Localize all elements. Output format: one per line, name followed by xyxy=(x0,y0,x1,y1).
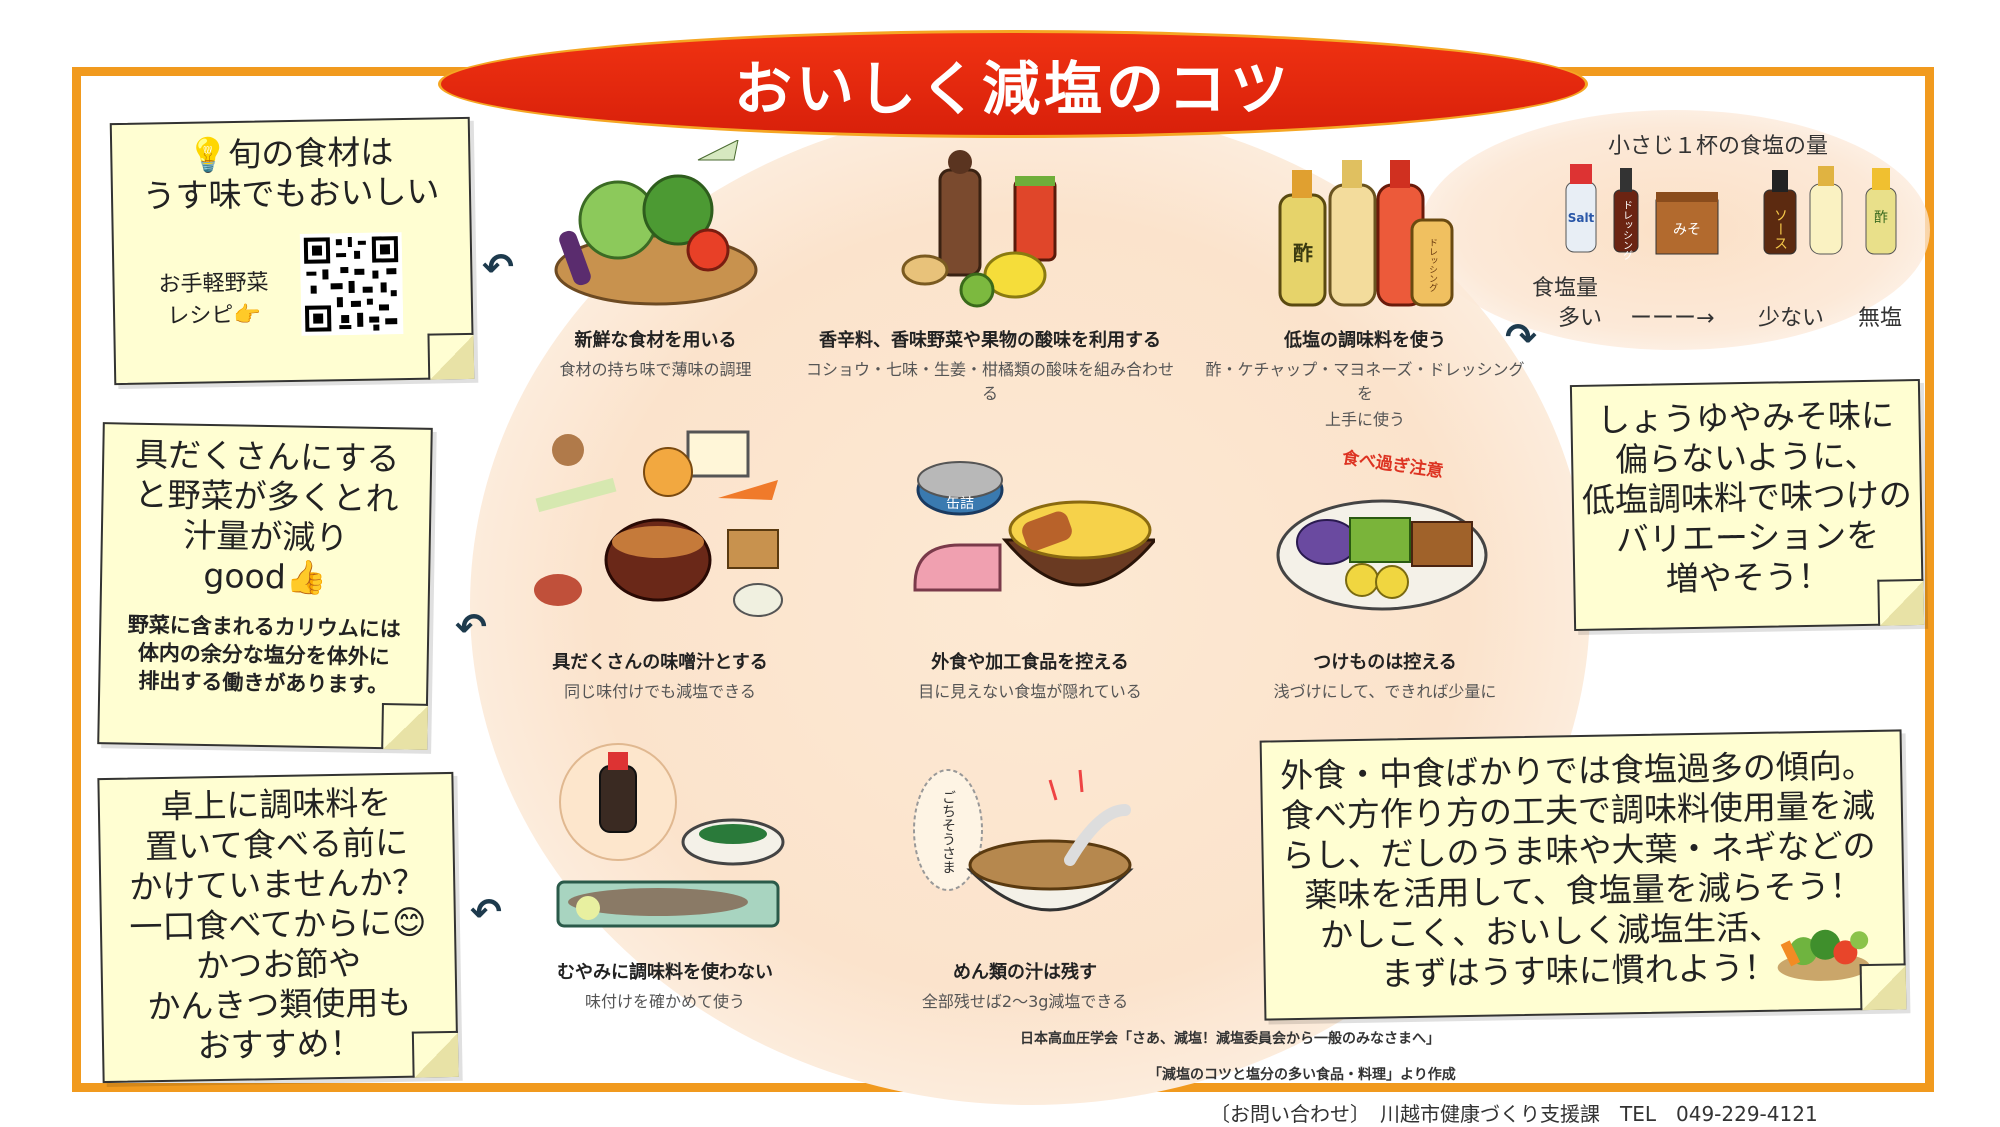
low-salt-seasonings-illustration: 酢 ドレッシング xyxy=(1278,160,1454,307)
note-line: 増やそう！ xyxy=(1665,556,1832,599)
title-banner: おいしく減塩のコツ xyxy=(438,30,1588,138)
tip-caption: 低塩の調味料を使う 酢・ケチャップ・マヨネーズ・ドレッシングを 上手に使う xyxy=(1200,326,1530,430)
bottle-label: ドレッシング xyxy=(1621,200,1633,260)
bottle-label: 酢 xyxy=(1293,241,1313,265)
tip-title: 外食や加工食品を控える xyxy=(931,652,1129,673)
tip-title: 香辛料、香味野菜や果物の酸味を利用する xyxy=(819,330,1161,351)
bottle-label: ドレッシング xyxy=(1427,238,1438,292)
page-curl xyxy=(381,703,428,750)
note-line: 一口食べてからに xyxy=(129,903,393,947)
tip-caption: めん類の汁は残す 全部残せば2～3g減塩できる xyxy=(880,958,1170,1012)
spices-citrus-illustration xyxy=(901,150,1057,308)
salt-bottles: Salt ドレッシング みそ ソース 酢 xyxy=(1565,164,1897,260)
note-line: かんきつ類使用も xyxy=(147,982,412,1027)
tip-title: 新鮮な食材を用いる xyxy=(574,330,737,351)
noodle-soup-illustration: ごちそうさま xyxy=(913,769,1134,912)
miso-soup-illustration xyxy=(534,430,783,617)
salt-label-none: 無塩 xyxy=(1858,306,1903,331)
salt-label-more: 多い xyxy=(1558,306,1603,331)
tip-title: めん類の汁は残す xyxy=(953,962,1097,983)
tip-desc: 全部残せば2～3g減塩できる xyxy=(921,992,1129,1011)
tip-desc: 浅づけにして、できれば少量に xyxy=(1273,682,1497,701)
salt-arrow: ーーー→ xyxy=(1630,306,1715,331)
note-line: 低塩調味料で味つけの xyxy=(1581,475,1913,520)
note-small: 排出する働きがあります。 xyxy=(138,668,389,698)
pointing-hand-icon: 👉 xyxy=(233,302,262,329)
page-curl xyxy=(1859,963,1907,1011)
tip-caption: 新鮮な食材を用いる 食材の持ち味で薄味の調理 xyxy=(548,326,763,380)
bottle-label: 酢 xyxy=(1874,210,1888,226)
bottle-label: ソース xyxy=(1772,208,1788,250)
source-line: 日本高血圧学会「さあ、減塩！減塩委員会から一般のみなさまへ」 xyxy=(1020,1031,1440,1047)
tip-desc: 食材の持ち味で薄味の調理 xyxy=(559,360,752,379)
tip-desc: 上手に使う xyxy=(1324,410,1405,429)
note-line: good xyxy=(203,555,287,597)
salt-chart-title: 小さじ１杯の食塩の量 xyxy=(1608,134,1829,159)
salt-label: 食塩量 xyxy=(1532,276,1599,301)
arrow-left-icon: ↶ xyxy=(470,890,502,934)
source-line: 「減塩のコツと塩分の多い食品・料理」より作成 xyxy=(1148,1067,1456,1083)
note-line: 偏らないように、 xyxy=(1614,435,1878,480)
arrow-left-icon: ↶ xyxy=(455,605,487,649)
smile-icon: 😊 xyxy=(391,902,427,943)
page-curl xyxy=(1877,578,1925,626)
tip-title: 具だくさんの味噌汁とする xyxy=(552,652,768,673)
salt-label-less: 少ない xyxy=(1758,306,1825,331)
note-ingredients: 具だくさんにする と野菜が多くとれ 汁量が減り good👍 野菜に含まれるカリウ… xyxy=(97,422,433,750)
note-line: 汁量が減り xyxy=(183,515,349,558)
note-line: 旬の食材は xyxy=(228,132,394,175)
tip-caption: 外食や加工食品を控える 目に見えない食塩が隠れている xyxy=(880,648,1180,702)
page-curl xyxy=(411,1030,459,1078)
note-line: かつお節や xyxy=(195,943,362,986)
tip-caption: 具だくさんの味噌汁とする 同じ味付けでも減塩できる xyxy=(530,648,790,702)
tip-caption: むやみに調味料を使わない 味付けを確かめて使う xyxy=(530,958,800,1012)
bottle-label: みそ xyxy=(1673,222,1701,238)
tip-title: 低塩の調味料を使う xyxy=(1284,330,1446,351)
note-line: しょうゆやみそ味に xyxy=(1596,395,1895,440)
tip-caption: つけものは控える 浅づけにして、できれば少量に xyxy=(1240,648,1530,702)
qr-code[interactable] xyxy=(299,232,404,336)
recipe-label: お手軽野菜 xyxy=(158,270,269,298)
contact-info: 〔お問い合わせ〕 川越市健康づくり支援課 TEL 049-229-4121 xyxy=(1210,1102,1818,1126)
note-eating-out: 外食・中食ばかりでは食塩過多の傾向。 食べ方作り方の工夫で調味料使用量を減 らし… xyxy=(1259,729,1907,1021)
thumbs-up-icon: 👍 xyxy=(285,557,328,598)
page-curl xyxy=(427,332,475,380)
tip-title: つけものは控える xyxy=(1313,652,1457,673)
page-title: おいしく減塩のコツ xyxy=(733,55,1292,123)
note-soy-miso: しょうゆやみそ味に 偏らないように、 低塩調味料で味つけの バリエーションを 増… xyxy=(1569,378,1925,632)
tip-desc: 目に見えない食塩が隠れている xyxy=(918,682,1142,701)
recipe-label: レシピ xyxy=(167,303,234,330)
note-line: おすすめ！ xyxy=(197,1023,363,1066)
seasoning-fish-illustration xyxy=(556,743,785,928)
tip-desc: 酢・ケチャップ・マヨネーズ・ドレッシングを xyxy=(1205,360,1525,403)
bottle-label: Salt xyxy=(1568,211,1595,225)
note-line: バリエーションを xyxy=(1615,515,1880,560)
warning-label: 食べ過ぎ注意 xyxy=(1341,447,1445,482)
tip-desc: コショウ・七味・生姜・柑橘類の酸味を組み合わせる xyxy=(805,360,1174,403)
note-line: と野菜が多くとれ xyxy=(134,474,399,519)
note-line: 具だくさんにする xyxy=(134,434,400,479)
tip-desc: 同じ味付けでも減塩できる xyxy=(564,682,756,701)
note-line: 卓上に調味料を xyxy=(160,783,392,827)
lightbulb-icon: 💡 xyxy=(186,135,229,175)
note-line: 置いて食べる前に xyxy=(144,822,409,867)
note-line: うす味でもおいしい xyxy=(142,171,440,216)
pickles-illustration: 食べ過ぎ注意 xyxy=(1276,447,1488,611)
processed-food-illustration: 缶詰 xyxy=(913,461,1155,592)
gochisou-label: ごちそうさま xyxy=(940,790,956,874)
tip-desc: 味付けを確かめて使う xyxy=(584,992,745,1011)
note-seasonal: 💡旬の食材は うす味でもおいしい お手軽野菜 レシピ👉 xyxy=(109,116,475,386)
note-line: かけていませんか？ xyxy=(128,862,426,907)
tip-caption: 香辛料、香味野菜や果物の酸味を利用する コショウ・七味・生姜・柑橘類の酸味を組み… xyxy=(800,326,1180,404)
can-label: 缶詰 xyxy=(946,496,974,512)
fresh-vegetables-illustration xyxy=(554,140,758,306)
arrow-right-icon: ↷ xyxy=(1505,315,1537,359)
tip-title: むやみに調味料を使わない xyxy=(557,962,773,983)
vegetables-icon xyxy=(1777,929,1870,981)
arrow-left-icon: ↶ xyxy=(482,245,514,289)
note-table-seasoning: 卓上に調味料を 置いて食べる前に かけていませんか？ 一口食べてからに😊 かつお… xyxy=(97,771,459,1084)
